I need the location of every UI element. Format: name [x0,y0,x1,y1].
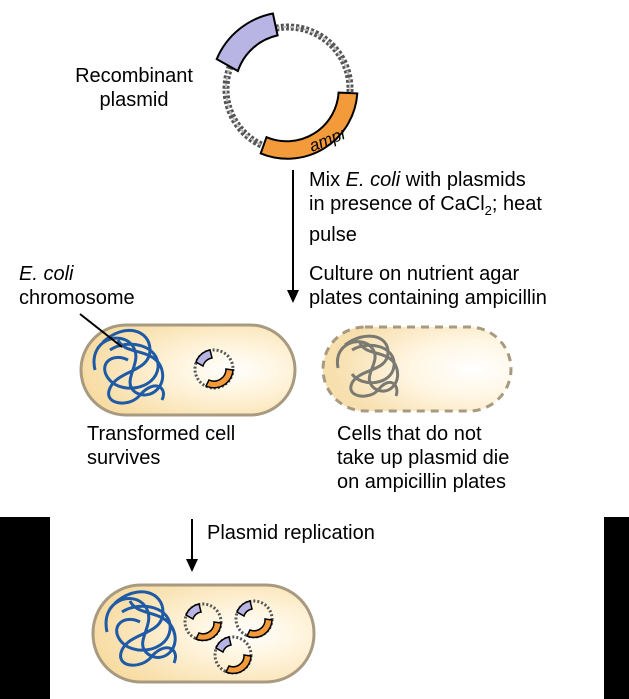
transformed-line-1: Transformed cell [87,423,236,445]
transformed-chromosome [92,329,165,405]
replicated-cell [91,583,316,684]
presence-sub: 2 [484,203,492,218]
mix-post: with plasmids [400,169,526,191]
transformed-cell [79,313,297,417]
mix-line-2: in presence of CaCl2; heat [309,192,542,223]
transform-arrow-head [287,290,299,303]
plasmid-insert-segment [215,12,279,73]
plasmid-dna-ring-inner [225,26,351,152]
recombinant-plasmid-label: Recombinant plasmid [58,64,210,112]
culture-line-1: Culture on nutrient agar [309,263,520,285]
presence-post: ; heat [491,193,542,215]
dead-cell-label: Cells that do not take up plasmid die on… [337,422,509,494]
recombinant-line-1: Recombinant [75,65,193,87]
right-black-band [604,517,629,699]
ecoli-italic-label: E. coli [19,263,74,285]
ecoli-chromosome-label: E. coli chromosome [19,262,135,310]
presence-pre: in presence of CaCl [309,193,485,215]
nodie-line-1: Cells that do not [337,423,482,445]
left-black-band [0,517,50,699]
dead-cell-body [321,325,513,413]
replicated-chromosome [104,590,177,667]
mix-line-3: pulse [309,224,357,246]
plasmid-ampr-segment [259,91,359,160]
dead-chromosome [336,334,399,398]
replicated-plasmid-2 [234,599,274,639]
transformed-line-2: survives [87,447,161,469]
chromosome-pointer-line [79,313,123,348]
dead-cell [321,325,513,413]
mix-line-1: Mix E. coli with plasmids [309,168,542,192]
mix-instruction-label: Mix E. coli with plasmids in presence of… [309,168,542,247]
mix-ecoli: E. coli [345,169,401,191]
recombinant-plasmid: ampr [215,12,359,160]
chromosome-label: chromosome [19,287,135,309]
nodie-line-3: on ampicillin plates [337,471,506,493]
transformed-plasmid [193,348,235,390]
culture-line-2: plates containing ampicillin [309,287,547,309]
replication-arrow-head [186,559,198,572]
replicated-plasmid-1 [183,602,223,642]
nodie-line-2: take up plasmid die [337,447,510,469]
replicated-plasmid-3 [213,635,253,675]
mix-pre: Mix [309,169,346,191]
recombinant-line-2: plasmid [99,89,169,111]
transformed-cell-label: Transformed cell survives [87,422,235,470]
replication-label: Plasmid replication [207,522,375,544]
culture-instruction-label: Culture on nutrient agar plates containi… [309,262,547,310]
